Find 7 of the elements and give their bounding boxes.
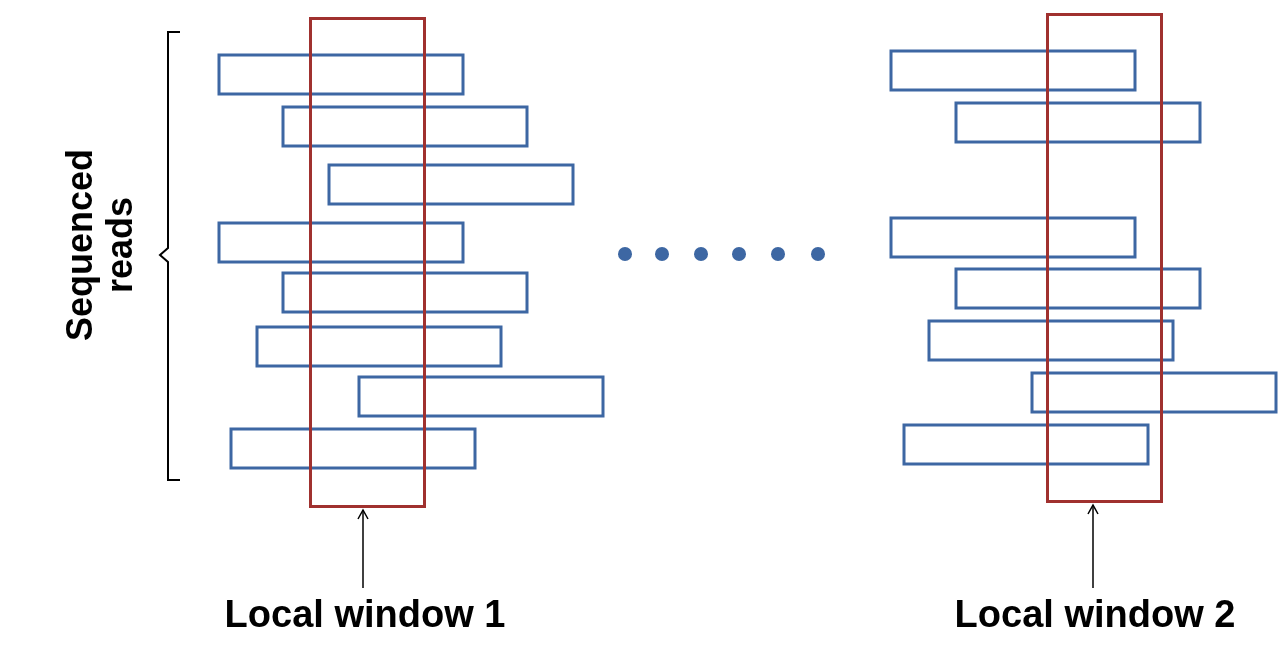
axis-label: Sequenced reads <box>60 147 140 344</box>
local-window-frame <box>1046 13 1163 503</box>
window-label: Local window 2 <box>910 592 1280 638</box>
arrow <box>357 509 369 589</box>
local-window-frame <box>309 17 426 508</box>
window-label: Local window 1 <box>170 592 560 638</box>
arrow <box>1087 504 1099 589</box>
